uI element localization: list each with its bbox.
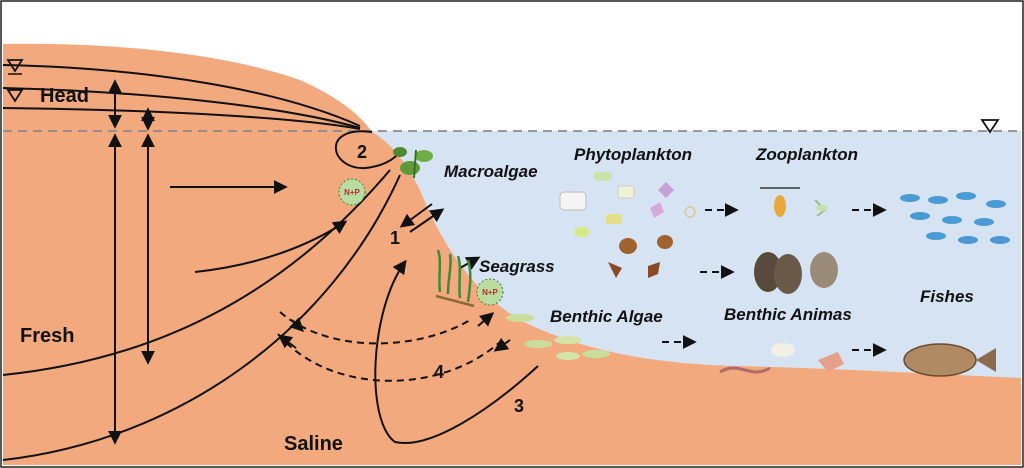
flow-arrow-1 <box>399 203 433 228</box>
phytoplankton-label: Phytoplankton <box>574 145 692 164</box>
water-table-line <box>2 87 361 129</box>
flow-arrow <box>194 220 348 273</box>
fishes-label: Fishes <box>920 287 974 306</box>
water-table-line <box>2 64 361 127</box>
interface-curve <box>2 174 401 461</box>
flow-arrow-4 <box>477 312 495 327</box>
saline-label: Saline <box>284 433 343 455</box>
nutrient-badge: N+P <box>476 278 504 306</box>
svg-text:N+P: N+P <box>482 288 498 297</box>
circulation-loop-2 <box>334 130 401 170</box>
sea-level-icon <box>980 119 1000 134</box>
benthic-animals-icon <box>719 252 844 374</box>
flow-number-1: 1 <box>390 228 400 248</box>
zooplankton-icon <box>760 187 828 217</box>
head-label: Head <box>40 85 89 107</box>
land-aquifer <box>3 43 1021 465</box>
svg-text:N+P: N+P <box>344 188 360 197</box>
macroalgae-label: Macroalgae <box>444 162 538 181</box>
water-table-line <box>2 107 361 130</box>
benthic-algae-icon <box>506 314 610 360</box>
flow-number-4: 4 <box>434 362 444 382</box>
water-table-icon <box>6 89 24 103</box>
benthic-animals-label: Benthic Animas <box>724 305 852 324</box>
phytoplankton-icon <box>559 172 696 278</box>
fish-school-icon <box>900 192 1010 244</box>
zooplankton-label: Zooplankton <box>755 145 858 164</box>
benthic-algae-label: Benthic Algae <box>550 307 663 326</box>
flow-number-2: 2 <box>357 142 367 162</box>
flow-number-3: 3 <box>514 396 524 416</box>
circulation-loop-3 <box>374 259 539 444</box>
flatfish-icon <box>903 343 996 377</box>
macroalgae-icon <box>393 147 433 179</box>
food-chain-arrows <box>662 203 887 357</box>
flow-arrow-1 <box>409 208 445 233</box>
nutrient-badge: N+P <box>338 178 366 206</box>
flow-arrow-4 <box>493 337 511 352</box>
seagrass-label: Seagrass <box>479 257 555 276</box>
flow-arrow-4 <box>289 317 304 332</box>
interface-curve <box>2 169 391 376</box>
flow-arrow-4 <box>277 334 297 349</box>
exchange-path-4 <box>277 333 501 382</box>
seagrass-icon <box>435 249 475 308</box>
fresh-label: Fresh <box>20 325 74 347</box>
